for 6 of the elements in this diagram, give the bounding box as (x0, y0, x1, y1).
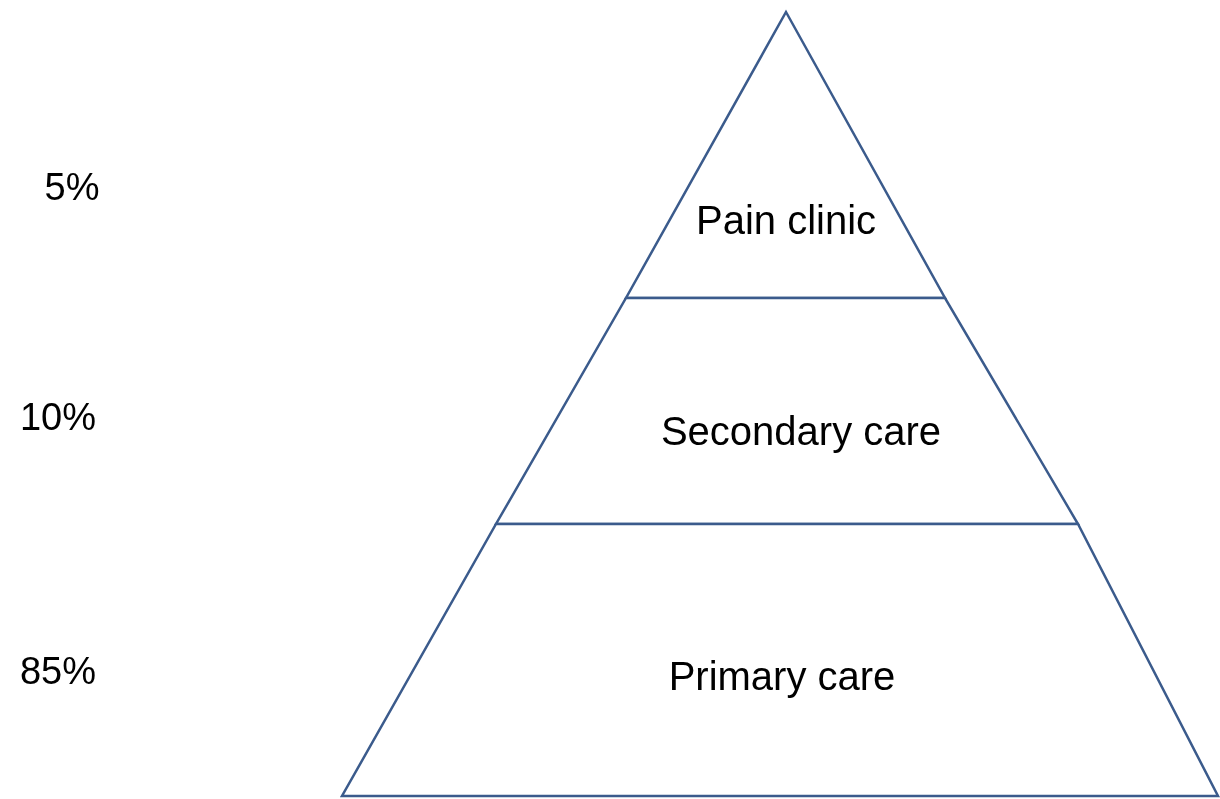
percentage-label: 10% (19, 397, 97, 439)
tier-label: Primary care (668, 654, 896, 698)
tier-label: Pain clinic (695, 198, 877, 242)
percentage-label: 5% (44, 167, 100, 209)
tier-label: Secondary care (660, 409, 942, 453)
percentage-label: 85% (19, 651, 97, 693)
